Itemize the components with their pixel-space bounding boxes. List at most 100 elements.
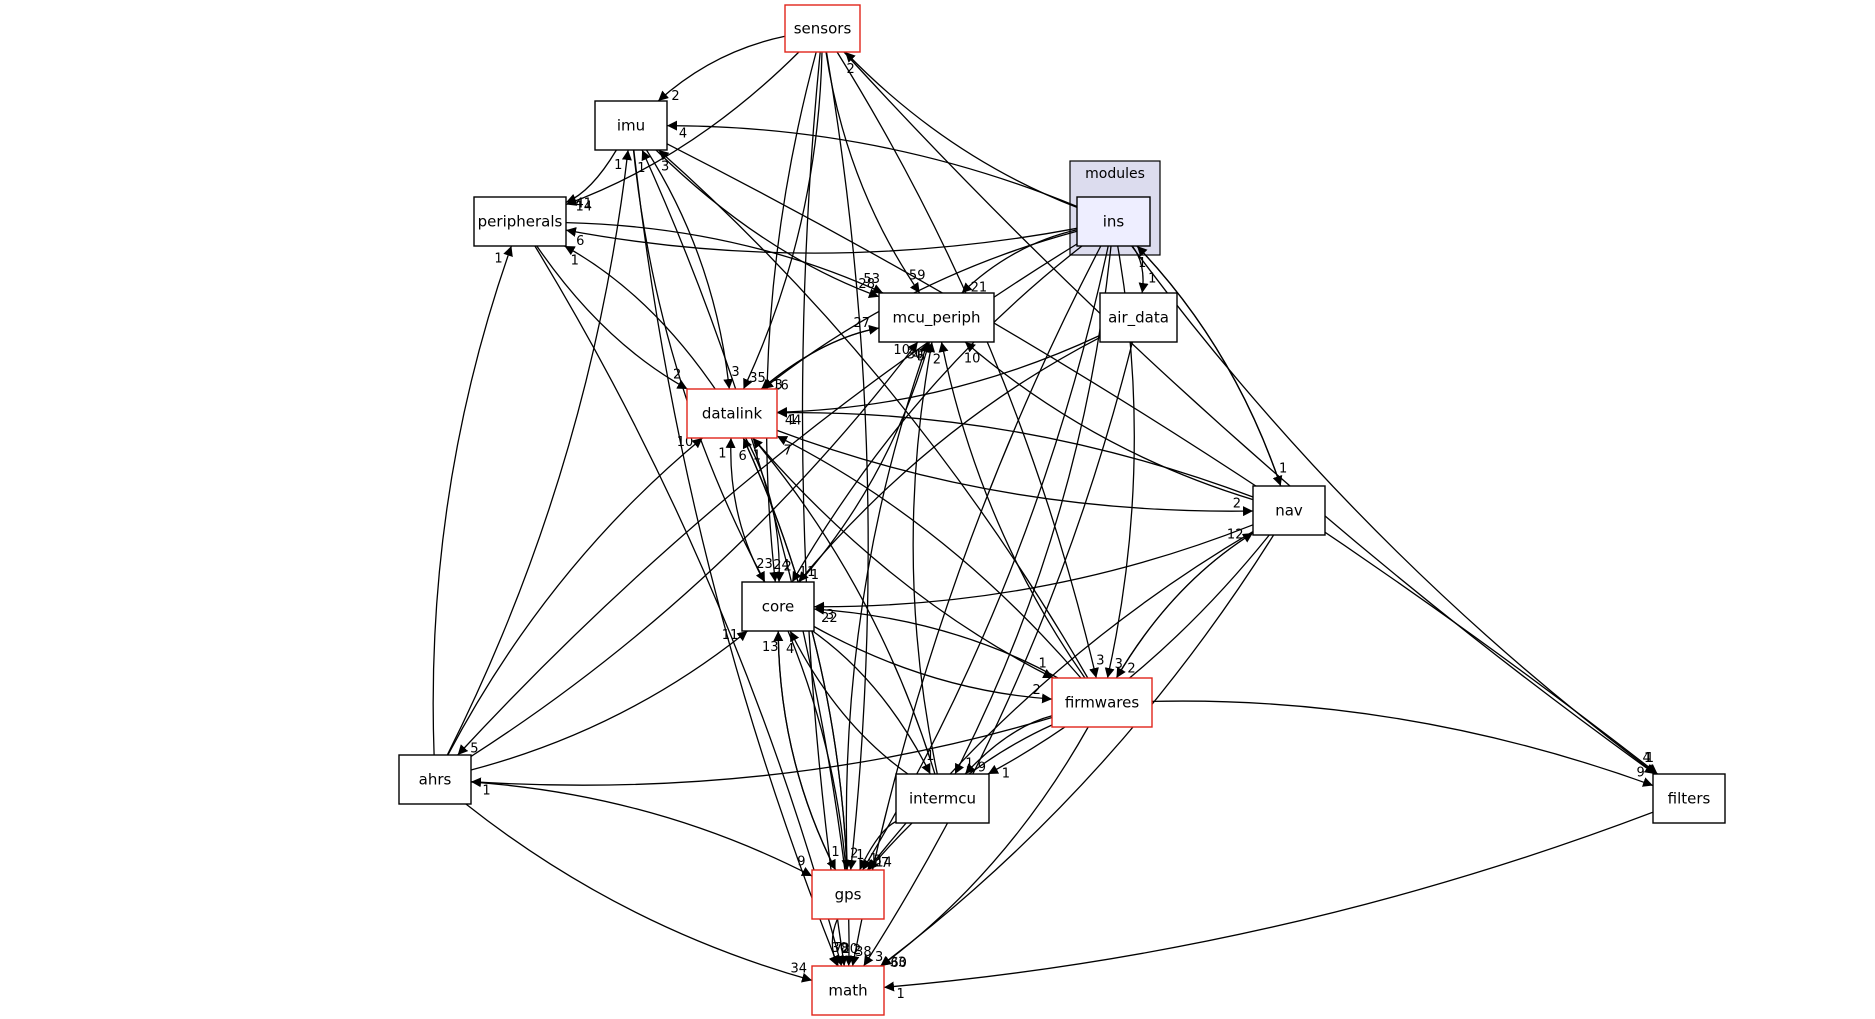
edge-weight-label[interactable]: 7 (881, 856, 889, 871)
node-sensors[interactable]: sensors (784, 4, 861, 53)
edge-weight-label[interactable]: 35 (749, 371, 766, 386)
node-ahrs[interactable]: ahrs (398, 754, 472, 805)
edge-weight-label[interactable]: 1 (870, 852, 878, 867)
edge-weight-label[interactable]: 14 (576, 200, 593, 215)
node-box[interactable] (1051, 677, 1153, 728)
node-gps[interactable]: gps (811, 869, 885, 920)
edge-weight-label[interactable]: 1 (482, 784, 490, 799)
edge-weight-label[interactable]: 2 (853, 943, 861, 958)
edge-weight-label[interactable]: 4 (913, 348, 921, 363)
edge-weight-label[interactable]: 60 (890, 956, 907, 971)
edge-weight-label[interactable]: 1 (1038, 657, 1046, 672)
node-datalink[interactable]: datalink (686, 388, 778, 439)
edge-weight-label[interactable]: 23 (756, 557, 773, 572)
edge-weight-label[interactable]: 1 (831, 845, 839, 860)
edge-weight-label[interactable]: 9 (1637, 766, 1645, 781)
node-box[interactable] (686, 388, 778, 439)
edge-weight-label[interactable]: 3 (1096, 654, 1104, 669)
edge-weight-label[interactable]: 11 (722, 628, 739, 643)
edge-weight-label[interactable]: 21 (971, 281, 988, 296)
node-box[interactable] (1076, 196, 1151, 247)
edge-weight-label[interactable]: 1 (718, 447, 726, 462)
node-box[interactable] (1252, 485, 1326, 536)
edge-weight-label[interactable]: 3 (731, 365, 739, 380)
edge-weight-label[interactable]: 1 (1644, 751, 1652, 766)
edge-weight-label[interactable]: 1 (856, 848, 864, 863)
edge-weight-label[interactable]: 4 (786, 642, 794, 657)
edge-weight-label[interactable]: 2 (933, 352, 941, 367)
node-math[interactable]: math (811, 965, 885, 1016)
edge-weight-label[interactable]: 1 (1279, 461, 1287, 476)
edge-weight-label[interactable]: 1 (789, 413, 797, 428)
edge-weight-label[interactable]: 12 (1227, 528, 1244, 543)
edge-weight-label[interactable]: 9 (797, 855, 805, 870)
node-nav[interactable]: nav (1252, 485, 1326, 536)
edge-weight-label[interactable]: 33 (890, 956, 907, 971)
edge-weight-label[interactable]: 24 (773, 558, 790, 573)
edge-weight-label[interactable]: 30 (907, 347, 924, 362)
edge-weight-label[interactable]: 34 (791, 961, 808, 976)
edge-weight-label[interactable]: 2 (671, 89, 679, 104)
edge-weight-label[interactable]: 1 (1646, 751, 1654, 766)
edge-weight-label[interactable]: 2 (1127, 661, 1135, 676)
edge-weight-label[interactable]: 3 (826, 608, 834, 623)
edge-weight-label[interactable]: 1 (896, 987, 904, 1002)
edge-weight-label[interactable]: 3 (1115, 657, 1123, 672)
edge-weight-label[interactable]: 59 (909, 268, 926, 283)
edge-weight-label[interactable]: 20 (842, 942, 859, 957)
edge-weight-label[interactable]: 3 (661, 160, 669, 175)
edge-weight-label[interactable]: 8 (841, 942, 849, 957)
node-peripherals[interactable]: peripherals (473, 196, 567, 247)
edge-weight-label[interactable]: 10 (964, 352, 981, 367)
edge-weight-label[interactable]: 44 (785, 414, 802, 429)
edge-weight-label[interactable]: 7 (834, 941, 842, 956)
edge-weight-label[interactable]: 2 (850, 847, 858, 862)
edge-weight-label[interactable]: 41 (576, 197, 593, 212)
node-box[interactable] (895, 773, 990, 824)
edge-weight-label[interactable]: 4 (1642, 751, 1650, 766)
node-box[interactable] (473, 196, 567, 247)
node-filters[interactable]: filters (1652, 773, 1726, 824)
edge-weight-label[interactable]: 1 (571, 254, 579, 269)
edge-weight-label[interactable]: 13 (762, 640, 779, 655)
edge-weight-label[interactable]: 2 (673, 367, 681, 382)
edge-weight-label[interactable]: 6 (739, 449, 747, 464)
edge-weight-label[interactable]: 6 (576, 234, 584, 249)
edge-weight-label[interactable]: 4 (679, 127, 687, 142)
edge-weight-label[interactable]: 3 (875, 950, 883, 965)
edge-weight-label[interactable]: 1 (494, 251, 502, 266)
edge-weight-label[interactable]: 5 (470, 742, 478, 757)
edge-weight-label[interactable]: 9 (978, 761, 986, 776)
node-box[interactable] (878, 292, 995, 343)
edge-weight-label[interactable]: 2 (1032, 683, 1040, 698)
node-mcu-periph[interactable]: mcu_periph (878, 292, 995, 343)
edge-weight-label[interactable]: 1 (811, 568, 819, 583)
node-box[interactable] (741, 581, 815, 632)
node-intermcu[interactable]: intermcu (895, 773, 990, 824)
edge-weight-label[interactable]: 53 (863, 272, 880, 287)
edge-weight-label[interactable]: 10 (893, 343, 910, 358)
node-firmwares[interactable]: firmwares (1051, 677, 1153, 728)
node-box[interactable] (594, 100, 668, 151)
edge-weight-label[interactable]: 2 (1233, 496, 1241, 511)
edge-weight-label[interactable]: 22 (821, 611, 838, 626)
node-box[interactable] (398, 754, 472, 805)
node-box[interactable] (811, 965, 885, 1016)
edge-weight-label[interactable]: 1 (926, 749, 934, 764)
edge-weight-label[interactable]: 10 (677, 435, 694, 450)
edge-weight-label[interactable]: 1 (614, 158, 622, 173)
node-box[interactable] (811, 869, 885, 920)
node-box[interactable] (1099, 292, 1178, 343)
node-air-data[interactable]: air_data (1099, 292, 1178, 343)
node-box[interactable] (784, 4, 861, 53)
node-ins[interactable]: ins (1076, 196, 1151, 247)
node-imu[interactable]: imu (594, 100, 668, 151)
edge-weight-label[interactable]: 5 (917, 349, 925, 364)
edge-weight-label[interactable]: 1 (1138, 256, 1146, 271)
edge-weight-label[interactable]: 27 (854, 316, 871, 331)
edge-weight-label[interactable]: 3 (775, 378, 783, 393)
edge-weight-label[interactable]: 7 (784, 444, 792, 459)
node-box[interactable] (1652, 773, 1726, 824)
node-core[interactable]: core (741, 581, 815, 632)
edge-weight-label[interactable]: 2 (846, 62, 854, 77)
